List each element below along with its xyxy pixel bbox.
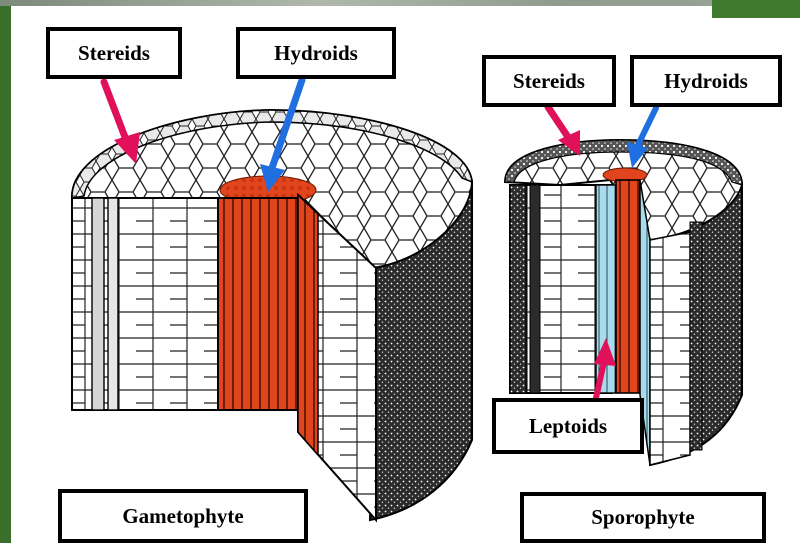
label-sporophyte: Sporophyte (520, 492, 766, 543)
label-sporophyte-stereids: Stereids (482, 55, 616, 107)
label-sporophyte-hydroids: Hydroids (630, 55, 782, 107)
label-gametophyte-stereids: Stereids (46, 27, 182, 79)
label-gametophyte-hydroids: Hydroids (236, 27, 396, 79)
label-gametophyte: Gametophyte (58, 489, 308, 543)
label-leptoids: Leptoids (492, 398, 644, 454)
